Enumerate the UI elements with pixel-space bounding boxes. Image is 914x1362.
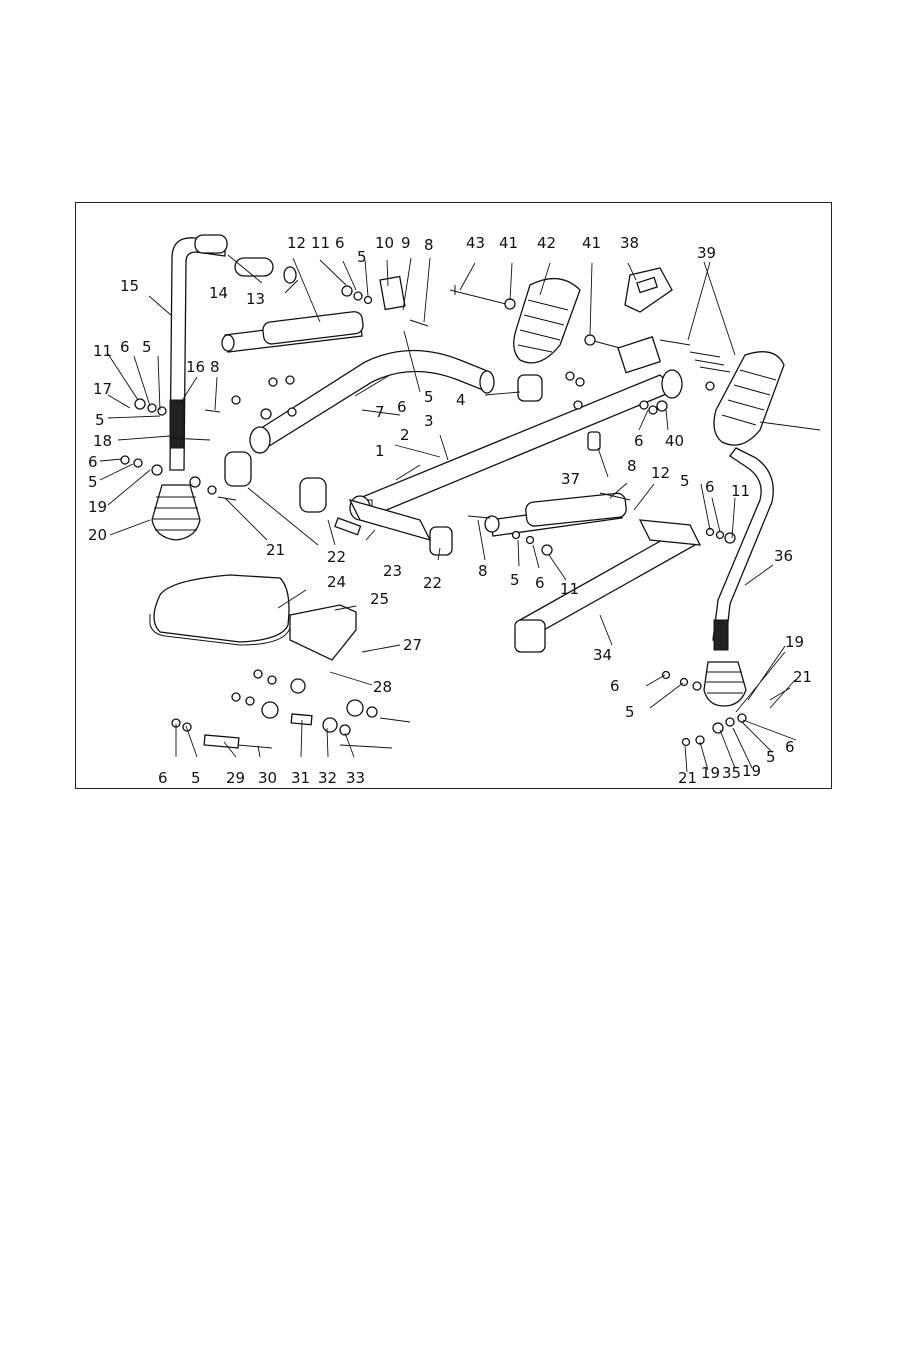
callout-1: 1 xyxy=(375,442,385,460)
callout-17: 17 xyxy=(93,380,112,398)
callout-22-a: 22 xyxy=(327,548,346,566)
callout-14: 14 xyxy=(209,284,228,302)
callout-5-c: 5 xyxy=(142,338,152,356)
callout-5-j: 5 xyxy=(766,748,776,766)
callout-41-b: 41 xyxy=(582,234,601,252)
callout-34: 34 xyxy=(593,646,612,664)
callout-24: 24 xyxy=(327,573,346,591)
callout-32: 32 xyxy=(318,769,337,787)
grip-14 xyxy=(235,258,273,276)
callout-21-c: 21 xyxy=(678,769,697,787)
callout-6-g: 6 xyxy=(535,574,545,592)
callout-16: 16 xyxy=(186,358,205,376)
drawing-parts xyxy=(121,235,820,748)
callout-11-d: 11 xyxy=(560,580,579,598)
seat-24 xyxy=(154,575,289,642)
callout-23: 23 xyxy=(383,562,402,580)
callout-6-f: 6 xyxy=(634,432,644,450)
callout-35: 35 xyxy=(722,764,741,782)
callout-5-g: 5 xyxy=(510,571,520,589)
end-cap-22c xyxy=(430,527,452,555)
callout-42: 42 xyxy=(537,234,556,252)
callout-25: 25 xyxy=(370,590,389,608)
callout-30: 30 xyxy=(258,769,277,787)
callout-19-c: 19 xyxy=(742,762,761,780)
callout-6-d: 6 xyxy=(88,453,98,471)
callout-6-h: 6 xyxy=(705,478,715,496)
rear-frame-tube xyxy=(255,350,490,448)
callout-6-a: 6 xyxy=(335,234,345,252)
callout-12-a: 12 xyxy=(287,234,306,252)
callout-37: 37 xyxy=(561,470,580,488)
callout-8-a: 8 xyxy=(424,236,434,254)
callout-29: 29 xyxy=(226,769,245,787)
callout-13: 13 xyxy=(246,290,265,308)
callout-5-f: 5 xyxy=(191,769,201,787)
callout-6-c: 6 xyxy=(120,338,130,356)
callout-36: 36 xyxy=(774,547,793,565)
callout-28: 28 xyxy=(373,678,392,696)
end-cap-4 xyxy=(518,375,542,401)
callout-19-b: 19 xyxy=(785,633,804,651)
callout-43: 43 xyxy=(466,234,485,252)
callout-22-b: 22 xyxy=(423,574,442,592)
callout-4: 4 xyxy=(456,391,466,409)
seat-bracket-25 xyxy=(290,605,356,660)
callout-5-i: 5 xyxy=(625,703,635,721)
callout-2: 2 xyxy=(400,426,410,444)
callout-11-a: 11 xyxy=(311,234,330,252)
callout-5-d: 5 xyxy=(95,411,105,429)
knob-37 xyxy=(588,432,600,450)
callout-7: 7 xyxy=(375,403,385,421)
callout-8-b: 8 xyxy=(210,358,220,376)
callout-10: 10 xyxy=(375,234,394,252)
callout-5-b: 5 xyxy=(424,388,434,406)
callout-6-j: 6 xyxy=(785,738,795,756)
callout-21-a: 21 xyxy=(266,541,285,559)
callout-3: 3 xyxy=(424,412,434,430)
callout-15: 15 xyxy=(120,277,139,295)
main-frame-tube xyxy=(355,375,676,516)
end-cap-22a xyxy=(225,452,251,486)
callout-5-e: 5 xyxy=(88,473,98,491)
callout-38: 38 xyxy=(620,234,639,252)
callout-21-b: 21 xyxy=(793,668,812,686)
callout-5-h: 5 xyxy=(680,472,690,490)
end-plug-13 xyxy=(284,267,296,283)
callout-31: 31 xyxy=(291,769,310,787)
insert-23 xyxy=(335,518,361,535)
callout-6-b: 6 xyxy=(397,398,407,416)
callout-40: 40 xyxy=(665,432,684,450)
callout-11-b: 11 xyxy=(93,342,112,360)
callout-27: 27 xyxy=(403,636,422,654)
callout-8-d: 8 xyxy=(478,562,488,580)
callout-20: 20 xyxy=(88,526,107,544)
callout-6-e: 6 xyxy=(158,769,168,787)
end-cap-22b xyxy=(300,478,326,512)
handlebar-right xyxy=(713,448,773,640)
callout-11-c: 11 xyxy=(731,482,750,500)
callout-33: 33 xyxy=(346,769,365,787)
pedal-right xyxy=(714,352,784,445)
callout-5-a: 5 xyxy=(357,248,367,266)
leader-lines xyxy=(100,255,796,772)
callout-8-c: 8 xyxy=(627,457,637,475)
callout-6-i: 6 xyxy=(610,677,620,695)
callout-12-b: 12 xyxy=(651,464,670,482)
callout-19-d: 19 xyxy=(701,764,720,782)
callout-39: 39 xyxy=(697,244,716,262)
bellows-20 xyxy=(152,485,200,540)
callout-41-a: 41 xyxy=(499,234,518,252)
callout-18: 18 xyxy=(93,432,112,450)
callout-9: 9 xyxy=(401,234,411,252)
callout-19-a: 19 xyxy=(88,498,107,516)
